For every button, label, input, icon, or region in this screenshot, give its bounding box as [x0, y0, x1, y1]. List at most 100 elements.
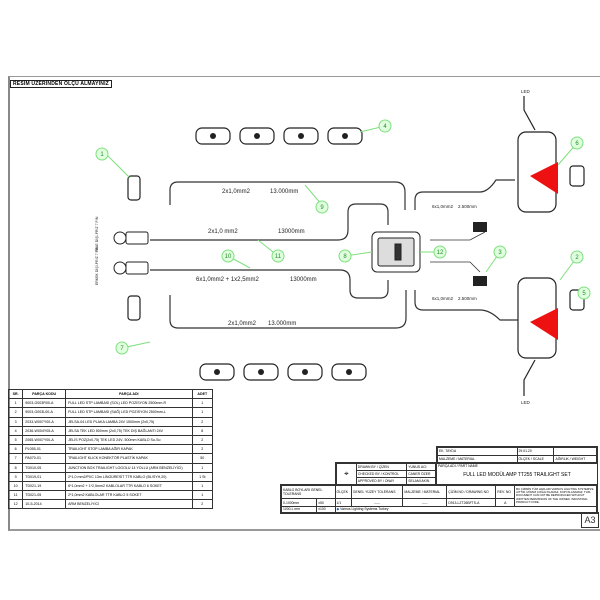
drawing-sheet-border [8, 76, 600, 531]
cable-right-top-section: 6x1,0mm2 [432, 204, 454, 209]
bom-qty: 1 [191, 462, 214, 473]
bom-code: 2065-W007Y00-A [22, 434, 67, 446]
bom-sr: 7 [7, 453, 24, 464]
cable-upper-length: 13000mm [278, 229, 305, 235]
bom-qty: 1 St [191, 471, 214, 482]
bom-sr: 2 [7, 407, 24, 418]
cable-top [169, 181, 406, 210]
svg-text:7: 7 [120, 346, 124, 352]
bom-code: 2033-W007Y00-A [22, 416, 67, 427]
company-name: Varnus Lighting Systems Turkey [340, 507, 389, 512]
junction-box [371, 231, 421, 273]
cable-lower-section: 6x1,0mm2 + 1x2,5mm2 [196, 277, 260, 283]
bom-name: FULL LED STP LAMBASI (SOL) LED POZİSYON … [65, 398, 193, 409]
cable-upper [150, 203, 389, 241]
bom-name: 2*1,0mm2 KABLOLAR TTR KABLO 5 SOKET [65, 490, 193, 501]
connector-lower-right [473, 276, 487, 286]
plate-lamp-upper [127, 175, 141, 201]
bom-qty: 1 [191, 480, 214, 492]
title-block-details: KABLO BOYLARI GENEL TOLERANS ÖLÇEK GENEL… [280, 484, 598, 514]
bom-code: TD021-05 [22, 490, 67, 501]
plug-lower [113, 261, 127, 275]
bom-code: 10-5-2014 [22, 499, 67, 510]
cable-right-top-length: 2.500mm [458, 204, 477, 209]
bom-sr: 6 [7, 444, 24, 455]
bom-qty: 2 [191, 416, 214, 427]
bom-qty: 1 [191, 398, 214, 409]
bom-code: 2036-W004Y05-A [22, 425, 67, 436]
bom-code: 9003-G003R00-A [22, 398, 67, 409]
plate-lamp-lower [127, 295, 141, 321]
title-block-part: PARÇA ADI / PART NAME FULL LED MODÜLAMP … [436, 462, 598, 486]
bom-code: TD021-19 [22, 480, 67, 492]
bom-qty: 1 [191, 407, 214, 418]
bom-name: JELİS POZ(2x0,75) TEK LED 24V- 500mm KAB… [65, 434, 193, 446]
svg-text:3: 3 [498, 250, 502, 256]
plug-upper [113, 231, 127, 245]
lamp-bottom-label: LED [521, 400, 531, 405]
svg-text:11: 11 [275, 254, 282, 260]
svg-text:5: 5 [582, 291, 586, 297]
bom-name: TRAILIGHT STOP LAMBA AĞIR KAPAK [65, 444, 193, 455]
sheet-size: A3 [581, 512, 599, 528]
bom-sr: 8 [7, 462, 24, 473]
bom-name: TRAILIGHT KLICK KONEKTÖR PLASTİK KAPAK [65, 453, 193, 464]
bom-qty: 2 [191, 434, 214, 446]
reflector-lower [530, 308, 558, 340]
cable-bottom-length: 13.000mm [268, 321, 296, 327]
bom-qty: 50 [191, 453, 214, 464]
bom-name: JELSA TEK LED 500mm (2x0,75) TEK DIŞ BAĞ… [65, 425, 193, 436]
svg-text:4: 4 [383, 124, 387, 130]
bom-name: JELSA-04 LED PLAKA LAMBA 24V 1500mm (2x0… [65, 416, 193, 427]
cable-right-bottom-section: 6x1,0mm2 [432, 296, 454, 301]
cable-top-length: 13.000mm [270, 189, 298, 195]
svg-text:6: 6 [575, 141, 579, 147]
svg-text:8: 8 [343, 254, 347, 260]
connector-upper-right [473, 222, 487, 232]
cable-right-bottom [414, 290, 520, 321]
reflector-upper [530, 162, 558, 194]
svg-text:9: 9 [320, 205, 324, 211]
bom-code: PL055-01 [22, 444, 67, 455]
bom-qty: 8 [191, 425, 214, 436]
cable-upper-section: 2x1,0 mm2 [208, 229, 238, 235]
svg-text:10: 10 [225, 254, 232, 260]
bom-sr: 4 [7, 425, 24, 436]
bom-code: TD019-01 [22, 471, 67, 482]
bom-sr: 3 [7, 416, 24, 427]
bom-sr: 10 [7, 480, 24, 492]
marker-lamps-bottom [199, 363, 367, 381]
bom-sr: 11 [7, 490, 24, 501]
cable-right-top [414, 179, 515, 210]
bom-name: ARM BENZELİYİCİ [65, 499, 193, 510]
bom-name: 2*1,0 mm2/PVC 13m LİNGÜRESİT TTR KABLO (… [65, 471, 193, 482]
cable-top-section: 2x1,0mm2 [222, 189, 251, 195]
svg-text:2: 2 [575, 255, 579, 261]
marker-lamps-top [195, 127, 363, 145]
bom-sr: 9 [7, 471, 24, 482]
drawing-note: RESİM ÜZERİNDEN ÖLÇÜ ALMAYINIZ [10, 80, 112, 88]
bom-code: 9003-G003L00-A [22, 407, 67, 418]
bom-name: FULL LED STP LAMBASI (SAĞ) LED POZİSYON … [65, 407, 193, 418]
bom-qty: 2 [191, 444, 214, 455]
bom-name: 6*1,0mm2 + 1*2,5mm2 KABLOLAR TTR KABLO 6… [65, 480, 193, 492]
bom-sr: 5 [7, 434, 24, 446]
part-name: FULL LED MODÜLAMP TT255 TRAILIGHT SET [463, 472, 571, 478]
cable-bottom-section: 2x1,0mm2 [228, 321, 257, 327]
connector-lower-label: ERKEK DİŞİ-PRİZ 7 PİN [94, 246, 99, 285]
cable-bottom [169, 290, 407, 329]
svg-text:1: 1 [100, 152, 104, 158]
cable-right-bottom-length: 2.500mm [458, 296, 477, 301]
